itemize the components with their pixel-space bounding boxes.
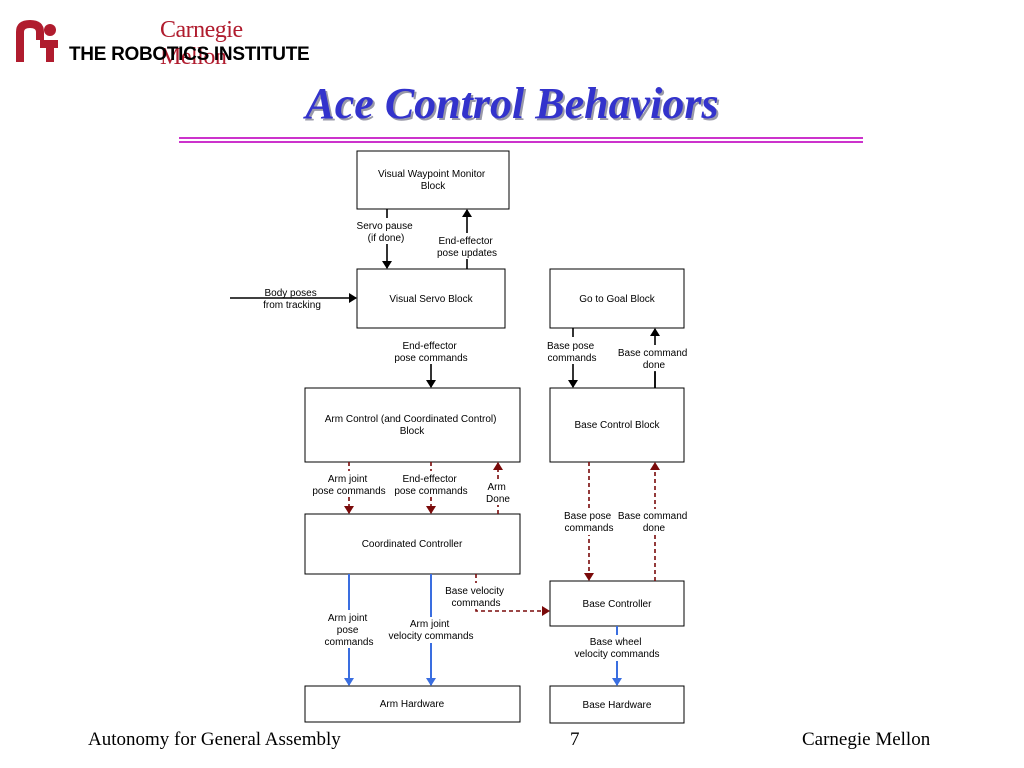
base-control-block: [549, 387, 685, 463]
coordinated-controller-label: Coordinated Controller: [362, 539, 463, 550]
body-poses-label: Body poses from tracking: [263, 288, 321, 311]
base-velocity-commands-arrow: [475, 574, 550, 616]
visual-waypoint-monitor-label: Visual Waypoint Monitor Block: [378, 169, 488, 192]
ee-pose-commands-2-label: End-effector pose commands: [394, 474, 467, 497]
visual-waypoint-monitor-block: [356, 150, 510, 210]
slide-title: Ace Control Behaviors: [305, 79, 719, 128]
footer-page-number: 7: [570, 729, 580, 750]
cmu-ri-logo: Carnegie Mellon THE ROBOTICS INSTITUTE: [14, 14, 314, 70]
title-rule-bottom: [179, 141, 863, 143]
go-to-goal-label: Go to Goal Block: [579, 294, 656, 305]
ee-pose-updates-label: End-effector pose updates: [437, 236, 497, 259]
base-controller-label: Base Controller: [583, 599, 653, 610]
logo-carnegie-mellon: Carnegie Mellon: [160, 17, 243, 70]
base-pose-commands-mid-label: Base pose commands: [564, 511, 614, 534]
footer-org: Carnegie Mellon: [802, 729, 931, 750]
title-rule-top: [179, 137, 863, 139]
arm-joint-pose-commands-hw-label: Arm joint pose commands: [325, 613, 374, 648]
arm-control-label: Arm Control (and Coordinated Control) Bl…: [325, 414, 500, 437]
logo-robotics-institute: THE ROBOTICS INSTITUTE: [69, 44, 310, 65]
base-velocity-commands-label: Base velocity commands: [445, 586, 507, 609]
arm-hardware-block: [304, 685, 521, 723]
base-wheel-velocity-commands-label: Base wheel velocity commands: [574, 637, 659, 660]
arm-done-label: Arm Done: [486, 482, 510, 505]
base-control-label: Base Control Block: [574, 420, 660, 431]
robotics-institute-logo-icon: [16, 20, 58, 62]
base-command-done-top-label: Base command done: [618, 348, 690, 371]
visual-servo-label: Visual Servo Block: [389, 294, 473, 305]
ee-pose-commands-label: End-effector pose commands: [394, 341, 467, 364]
coordinated-controller-block: [304, 513, 521, 575]
footer-course-title: Autonomy for General Assembly: [88, 729, 341, 750]
visual-servo-block: [356, 268, 506, 329]
arm-hardware-label: Arm Hardware: [380, 699, 445, 710]
base-command-done-mid-label: Base command done: [618, 511, 690, 534]
go-to-goal-block: [549, 268, 685, 329]
arm-joint-pose-commands-label: Arm joint pose commands: [312, 474, 385, 497]
arm-control-block: [304, 387, 521, 463]
base-controller-block: [549, 580, 685, 627]
base-pose-commands-top-label: Base pose commands: [547, 341, 597, 364]
base-hardware-label: Base Hardware: [583, 700, 652, 711]
servo-pause-label: Servo pause (if done): [357, 221, 416, 244]
arm-joint-velocity-commands-label: Arm joint velocity commands: [388, 619, 473, 642]
base-hardware-block: [549, 685, 685, 724]
